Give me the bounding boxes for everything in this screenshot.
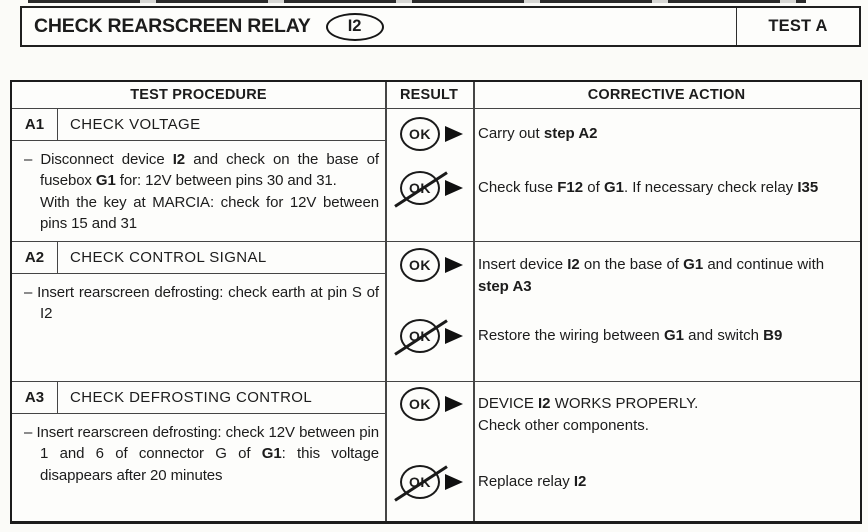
result-row: OK DEVICE I2 WORKS PROPERLY.Check other … [385,387,858,436]
result-row: OK Carry out step A2 [385,117,858,151]
header-title-cell: CHECK REARSCREEN RELAY I2 [22,8,737,45]
step-title: CHECK DEFROSTING CONTROL [70,388,313,406]
ok-symbol: OK [400,117,440,151]
column-header-corrective-action: CORRECTIVE ACTION [587,87,746,103]
scan-artifact-line [28,0,806,3]
arrow-right-icon [445,126,463,142]
procedure-text: – Insert rearscreen defrosting: check ea… [24,283,379,323]
procedure-text: – Disconnect device I2 and check on the … [24,150,379,233]
ok-label: OK [409,396,431,412]
result-row: OK Replace relay I2 [385,465,858,502]
arrow-right-icon [445,180,463,196]
cross-slash [394,319,448,356]
section-a2: A2 CHECK CONTROL SIGNAL – Insert rearscr… [12,242,860,382]
corrective-action-text: DEVICE I2 WORKS PROPERLY.Check other com… [478,395,699,434]
corrective-action-text: Insert device I2 on the base of G1 and c… [478,256,825,295]
corrective-action-text: Carry out step A2 [478,125,598,142]
cross-slash [394,171,448,208]
ok-label: OK [409,126,431,142]
column-divider [385,82,387,521]
step-title: CHECK CONTROL SIGNAL [70,248,267,266]
relay-id-badge: I2 [325,12,384,41]
arrow-right-icon [445,474,463,490]
corrective-action-text: Check fuse F12 of G1. If necessary check… [478,179,819,196]
column-header-result: RESULT [399,87,459,103]
table-header-row: TEST PROCEDURE RESULT CORRECTIVE ACTION [12,82,860,109]
column-divider [473,82,475,521]
step-header-row: A3 CHECK DEFROSTING CONTROL [12,382,385,414]
section-a1: A1 CHECK VOLTAGE – Disconnect device I2 … [12,109,860,242]
not-ok-symbol: OK [394,465,448,502]
not-ok-symbol: OK [394,319,448,356]
procedure-text: – Insert rearscreen defrosting: check 12… [24,423,379,484]
arrow-right-icon [445,257,463,273]
corrective-action-text: Replace relay I2 [478,473,587,490]
test-label: TEST A [768,17,828,35]
document-header: CHECK REARSCREEN RELAY I2 TEST A [20,6,861,47]
section-a3: A3 CHECK DEFROSTING CONTROL – Insert rea… [12,382,860,517]
result-row: OK Check fuse F12 of G1. If necessary ch… [385,171,858,208]
ok-label: OK [409,257,431,273]
arrow-right-icon [445,396,463,412]
step-header-row: A2 CHECK CONTROL SIGNAL [12,242,385,274]
column-header-test-procedure: TEST PROCEDURE [130,87,267,103]
not-ok-symbol: OK [394,171,448,208]
page-title: CHECK REARSCREEN RELAY [34,15,311,37]
result-row: OK Restore the wiring between G1 and swi… [385,319,858,356]
step-id: A2 [12,242,58,273]
step-id: A1 [12,109,58,140]
diagnostic-table: TEST PROCEDURE RESULT CORRECTIVE ACTION … [10,80,862,524]
step-title: CHECK VOLTAGE [70,115,201,133]
step-header-row: A1 CHECK VOLTAGE [12,109,385,141]
corrective-action-text: Restore the wiring between G1 and switch… [478,327,783,344]
result-row: OK Insert device I2 on the base of G1 an… [385,248,858,297]
arrow-right-icon [445,328,463,344]
step-id: A3 [12,382,58,413]
ok-symbol: OK [400,248,440,282]
cross-slash [394,465,448,502]
ok-symbol: OK [400,387,440,421]
